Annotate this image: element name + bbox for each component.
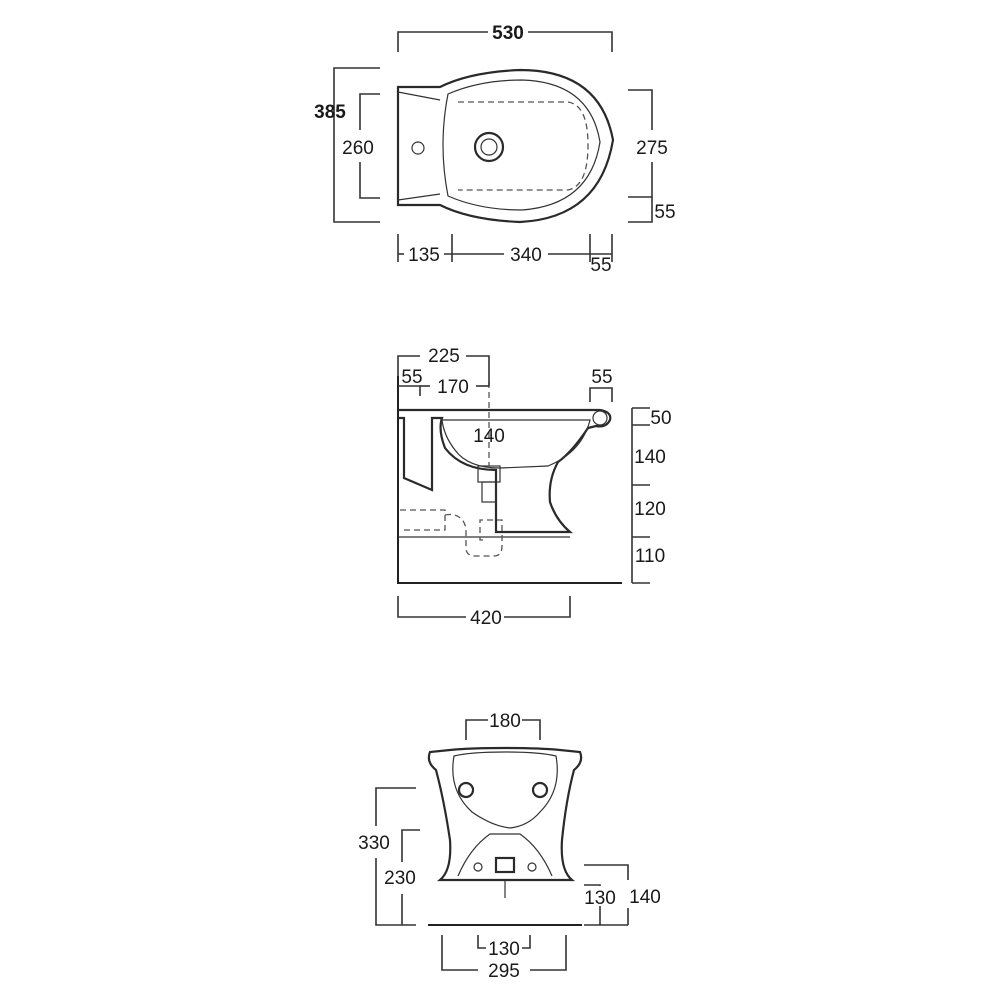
front-view-outline [427,746,583,882]
side-view-bowl [441,419,591,469]
fixing-hole-right [531,781,549,799]
dim-top-depth-inner: 260 [342,138,374,159]
tap-hole [411,141,425,155]
top-view-bowl-hidden [458,101,589,191]
side-view-body [398,408,612,534]
dim-front-left-330: 330 [358,833,390,854]
dim-side-right-140: 140 [634,447,666,468]
top-view-outline [396,68,615,224]
front-view-inner [452,751,558,829]
dim-front-right-140: 140 [629,887,661,908]
dim-front-top-180: 180 [489,711,521,732]
top-view: 530 385 260 275 55 135 340 55 [314,23,675,276]
dim-front-right-130: 130 [584,888,616,909]
drain-outer [473,131,505,163]
dim-front-bottom-295: 295 [488,961,520,982]
dim-side-top-170: 170 [437,377,469,398]
dim-side-top-225: 225 [428,346,460,367]
dim-side-bottom-420: 420 [470,608,502,629]
dim-side-top-right-55: 55 [591,367,612,388]
dim-side-top-left-55: 55 [401,367,422,388]
dim-top-bottom-mid: 340 [510,245,542,266]
fixing-hole-left [457,781,475,799]
dim-top-depth-total: 385 [314,102,346,123]
dim-top-width-total: 530 [492,23,524,44]
dim-side-center-140: 140 [473,426,505,447]
trap-hidden [400,509,503,557]
dim-front-left-230: 230 [384,868,416,889]
front-view: 180 330 230 130 140 130 295 [358,711,661,982]
dim-top-bottom-left: 135 [408,245,440,266]
dim-top-bottom-right: 55 [590,255,611,276]
top-view-rim [442,79,601,211]
dim-side-right-50: 50 [650,408,671,429]
dim-top-depth-right: 275 [636,138,668,159]
drain-inner [480,138,498,156]
waste-outlet [494,856,516,874]
dim-side-right-120: 120 [634,499,666,520]
dim-top-depth-right-lower: 55 [654,202,675,223]
dim-side-right-110: 110 [635,546,665,567]
side-view: 225 55 170 55 140 50 140 120 110 420 [397,346,672,629]
dim-front-bottom-130: 130 [488,939,520,960]
